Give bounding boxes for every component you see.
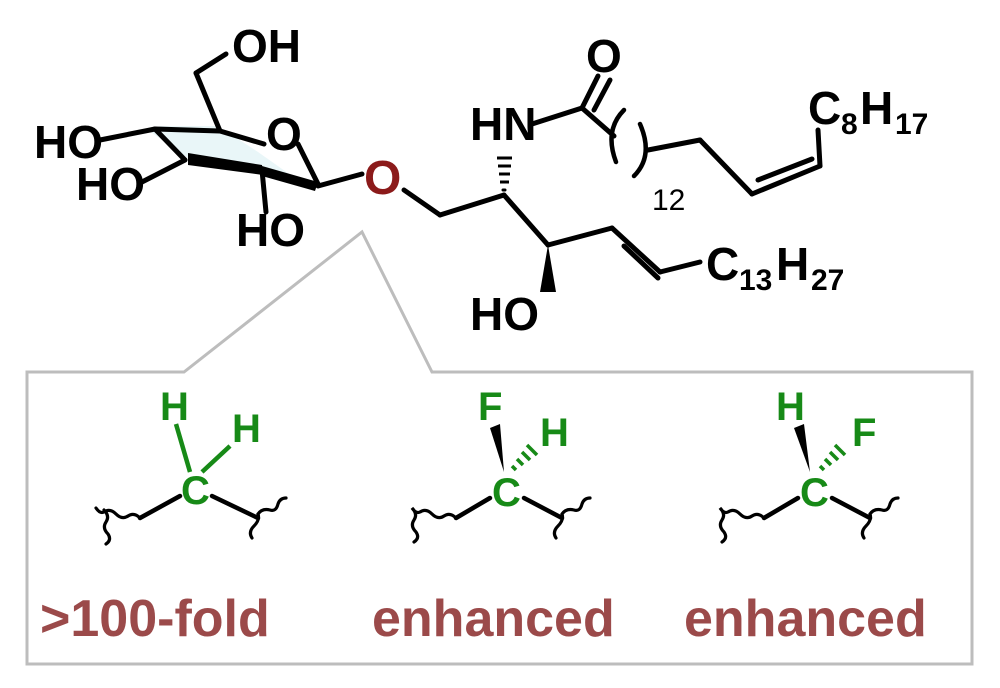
variant-2-center: C xyxy=(492,471,521,515)
ring-face-front xyxy=(148,126,258,158)
ho-left-upper-label: HO xyxy=(34,116,103,168)
hashed-f xyxy=(818,443,847,472)
wavy-bond-right xyxy=(256,496,288,516)
sugar-ring xyxy=(97,51,365,215)
nh-label: HN xyxy=(470,98,536,150)
variant-1-center: C xyxy=(181,469,210,513)
repeat-bracket-right xyxy=(631,121,648,179)
wavy-bond-left xyxy=(718,506,766,544)
hashed-h xyxy=(510,443,539,472)
ho-sphingosine-label: HO xyxy=(470,288,539,340)
tail-c13-sub-c: 13 xyxy=(739,264,772,297)
variant-3-center: C xyxy=(800,471,829,515)
variant-chf-b: H F C enhanced xyxy=(684,385,927,648)
tail-c8-h: H xyxy=(860,82,893,134)
tail-c8-sub-h: 17 xyxy=(895,108,928,141)
ho-bottom-label: HO xyxy=(236,204,305,256)
tail-c13h27: C 13 H 27 xyxy=(706,238,844,297)
wedge-front-bond-2 xyxy=(262,166,318,191)
tail-c8-c: C xyxy=(808,82,841,134)
wedge-oh xyxy=(540,245,556,292)
wavy-bond-left xyxy=(410,506,458,544)
ring-oxygen-label: O xyxy=(266,108,302,160)
oh-top-label: OH xyxy=(232,20,301,72)
tail-c8h17: C 8 H 17 xyxy=(808,82,928,141)
tail-c13-h: H xyxy=(776,238,809,290)
variant-3-top-left: H xyxy=(776,385,805,429)
repeat-bracket-left xyxy=(609,107,627,165)
glycosidic-oxygen-label: O xyxy=(364,152,401,205)
variant-chf-a: F H C enhanced xyxy=(372,385,615,648)
tail-c13-c: C xyxy=(706,238,739,290)
variant-3-top-right: F xyxy=(852,411,876,455)
wedge-h xyxy=(794,424,810,472)
variant-2-top-left: F xyxy=(478,385,502,429)
variant-1-result: >100-fold xyxy=(40,590,270,648)
variant-2-top-right: H xyxy=(540,411,569,455)
wedge-f xyxy=(490,424,504,472)
tail-c13-sub-h: 27 xyxy=(811,264,844,297)
ho-left-lower-label: HO xyxy=(76,158,145,210)
callout-outline xyxy=(25,229,974,666)
variant-1-top-left: H xyxy=(160,385,189,429)
carbonyl-oxygen-label: O xyxy=(586,30,622,82)
variant-2-result: enhanced xyxy=(372,590,615,648)
variant-ch2: H H C >100-fold xyxy=(40,385,288,648)
callout-box xyxy=(25,229,974,666)
variant-3-result: enhanced xyxy=(684,590,927,648)
wavy-bond-left xyxy=(94,506,142,520)
chain-repeat-count: 12 xyxy=(652,184,685,217)
hashed-wedge-nh xyxy=(498,148,514,195)
sphingosine-backbone xyxy=(401,73,823,292)
wedge-front-bond xyxy=(188,153,263,175)
tail-c8-sub-c: 8 xyxy=(841,108,858,141)
variant-1-top-right: H xyxy=(232,407,261,451)
wavy-bond-left-2 xyxy=(102,508,112,546)
